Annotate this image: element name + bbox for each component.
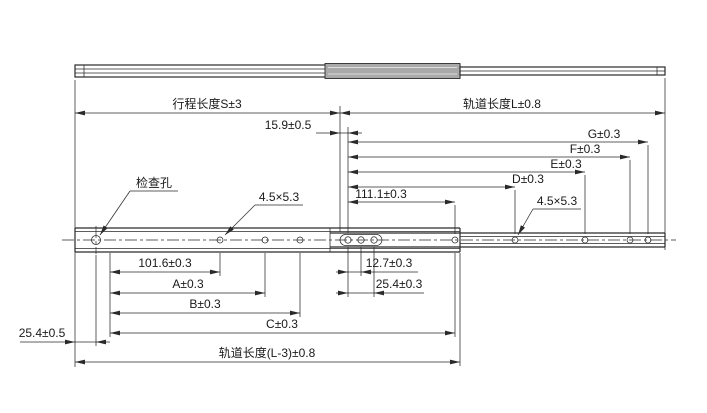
dim-g-label: G±0.3 [588,127,621,141]
slot-size-left-label: 4.5×5.3 [259,190,300,204]
slot-hole [357,236,365,244]
leader-slot-right [517,208,534,236]
slot-hole [370,236,378,244]
leader-inspection-hole [99,190,131,236]
top-side-view [74,63,666,79]
dim-rail-length-label: 轨道长度L±0.8 [463,96,541,111]
outer-rail-outline [74,227,461,253]
mounting-hole [511,236,519,244]
dim-12-7-label: 12.7±0.3 [366,256,413,270]
dim-15-9-label: 15.9±0.5 [265,118,312,132]
centerlines [62,226,676,254]
dim-stroke-length-label: 行程长度S±3 [172,96,242,111]
dim-c-label: C±0.3 [266,317,298,331]
slot-hole [344,236,352,244]
leader-lines [99,190,581,236]
extension-lines [74,78,666,367]
inspection-hole-label: 检查孔 [136,175,172,190]
dim-d-label: D±0.3 [512,172,544,186]
dim-f-label: F±0.3 [570,142,601,156]
dim-end-offset-label: 25.4±0.5 [19,326,66,340]
dimension-lines [20,110,665,365]
mounting-hole [261,236,269,244]
dim-a-label: A±0.3 [172,277,204,291]
inspection-hole [91,235,101,245]
slot-obround [339,234,383,246]
mounting-hole [644,236,652,244]
dim-e-label: E±0.3 [550,157,582,171]
dim-101-6-label: 101.6±0.3 [138,256,192,270]
dim-25-4-label: 25.4±0.3 [376,277,423,291]
leader-slot-left [224,204,256,236]
mounting-hole [216,236,224,244]
mounting-hole [581,236,589,244]
slot-size-right-label: 4.5×5.3 [537,194,578,208]
mounting-hole [296,236,304,244]
dim-111-1-label: 111.1±0.3 [355,187,407,201]
dim-b-label: B±0.3 [189,297,221,311]
holes [91,234,652,246]
dim-rail-length-l3-label: 轨道长度(L-3)±0.8 [219,345,316,360]
labels: 行程长度S±3 轨道长度L±0.8 15.9±0.5 G±0.3 F±0.3 E… [19,96,621,360]
overlap-section [324,63,461,79]
mounting-hole [626,236,634,244]
mounting-hole [451,236,459,244]
